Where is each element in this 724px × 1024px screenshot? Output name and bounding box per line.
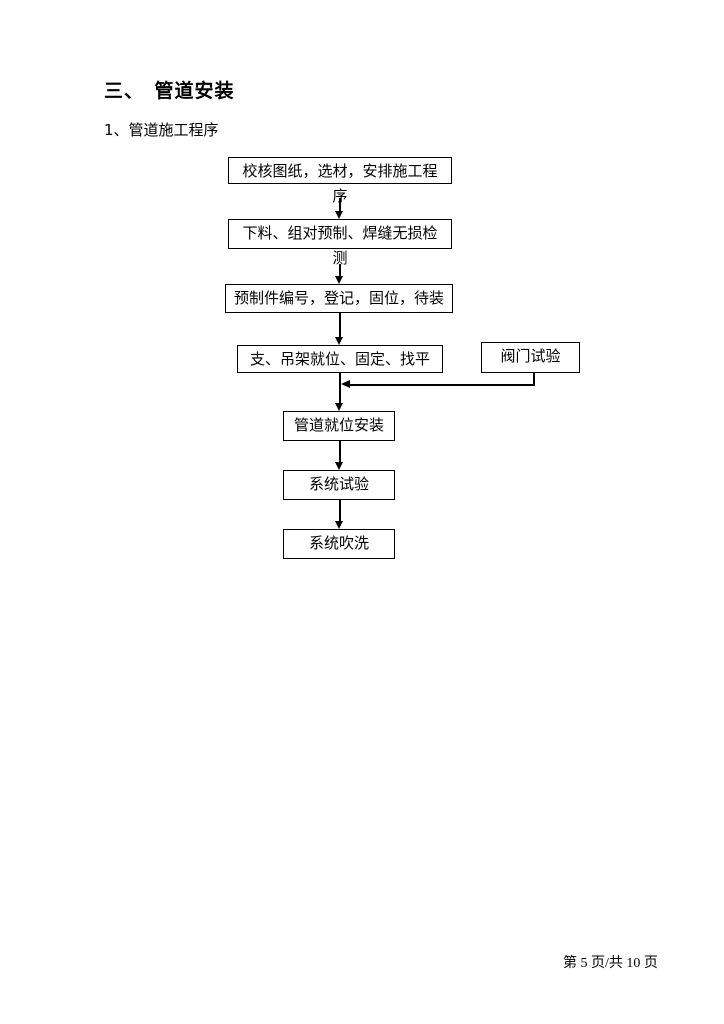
page-title: 三、 管道安装	[104, 80, 235, 102]
flow-connector	[339, 264, 341, 276]
arrow-down-icon	[335, 403, 344, 411]
flow-connector	[533, 372, 535, 385]
flow-node-pipe-install: 管道就位安装	[283, 411, 395, 441]
flow-node-supports-hangers: 支、吊架就位、固定、找平	[237, 345, 443, 373]
arrow-down-icon	[335, 462, 344, 470]
flow-connector	[349, 384, 535, 386]
section-subtitle: 1、管道施工程序	[104, 121, 219, 139]
arrow-down-icon	[335, 211, 344, 219]
flow-node-check-drawings: 校核图纸，选材，安排施工程 序	[228, 157, 452, 205]
flow-node-system-flush: 系统吹洗	[283, 529, 395, 559]
arrow-down-icon	[335, 337, 344, 345]
flow-connector	[339, 198, 341, 211]
flow-node-system-test: 系统试验	[283, 470, 395, 500]
arrow-down-icon	[335, 521, 344, 529]
flow-node-valve-test: 阀门试验	[481, 342, 580, 373]
flow-node-prefab-numbering: 预制件编号，登记，固位，待装	[225, 284, 453, 313]
flow-connector	[339, 441, 341, 462]
arrow-left-icon	[340, 380, 350, 388]
flow-connector	[339, 373, 341, 403]
page-footer: 第 5 页/共 10 页	[563, 956, 658, 971]
arrow-down-icon	[335, 276, 344, 284]
flow-connector	[339, 313, 341, 337]
flow-connector	[339, 500, 341, 521]
flow-node-cutting-prefab: 下料、组对预制、焊缝无损检 测	[228, 219, 452, 267]
